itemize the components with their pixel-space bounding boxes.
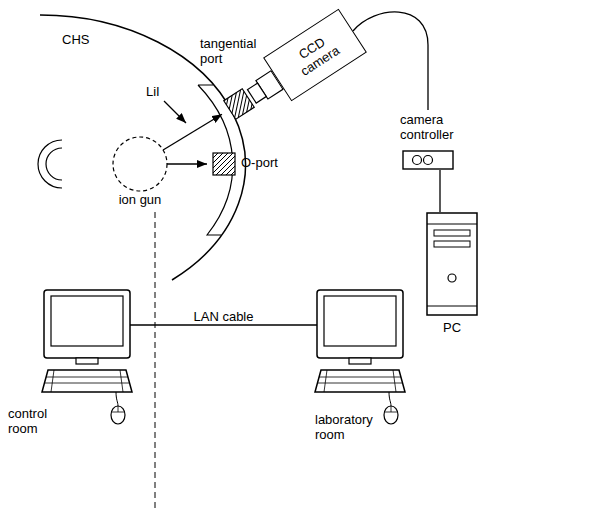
tangential-port: tangential port	[200, 36, 272, 116]
node-label: PC	[426, 320, 478, 335]
node-label: ion gun	[110, 192, 170, 207]
ion-gun-circle	[110, 134, 170, 194]
connector	[130, 324, 317, 325]
node-label: laboratory room	[315, 412, 387, 442]
hatched-port	[207, 147, 241, 181]
pc-tower: PC	[426, 212, 482, 336]
ion-gun: ion gun	[110, 134, 170, 208]
emission-line: LiI	[146, 84, 160, 99]
node-label: tangential port	[200, 36, 270, 66]
central-coil	[38, 140, 62, 188]
device-name: CHS	[62, 32, 89, 47]
control-computer: control room	[42, 288, 134, 406]
connector	[167, 163, 207, 164]
node-label: camera controller	[400, 112, 470, 142]
leader-arrow	[164, 101, 186, 123]
hatched-port	[222, 87, 256, 121]
connector	[163, 114, 222, 150]
node-label: control room	[8, 406, 68, 436]
ccd-camera: CCD camera	[263, 9, 367, 102]
edge-label: LAN cable	[192, 309, 256, 324]
computer-icon	[315, 288, 407, 428]
computer-icon	[42, 288, 134, 428]
o-port: O-port	[213, 152, 298, 176]
controller-box	[402, 150, 454, 170]
pc-tower-body	[426, 212, 478, 316]
connector	[353, 12, 428, 110]
laboratory-computer: laboratory room	[315, 288, 410, 406]
node-label: O-port	[241, 155, 297, 170]
connector	[439, 170, 440, 212]
room-divider	[155, 212, 156, 511]
camera-controller: camera controller	[400, 112, 470, 172]
node-label: CCD camera	[283, 26, 350, 84]
